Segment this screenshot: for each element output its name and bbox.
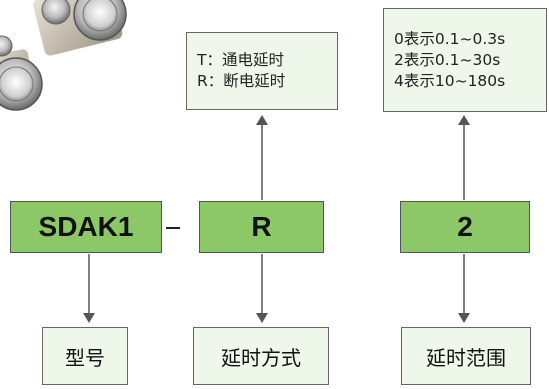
range-note-line-2: 2表示0.1~30s — [394, 50, 501, 69]
mode-label-text: 延时方式 — [221, 345, 301, 370]
mode-code-box: R — [199, 201, 324, 253]
mode-note-line-1: T：通电延时 — [197, 51, 284, 69]
product-photo — [0, 0, 127, 111]
mode-note-line-2: R：断电延时 — [197, 72, 286, 90]
model-label-text: 型号 — [65, 345, 105, 370]
range-code-text: 2 — [457, 211, 473, 242]
range-code-box: 2 — [400, 201, 530, 253]
model-code-text: SDAK1 — [38, 211, 134, 242]
mode-code-text: R — [251, 211, 272, 242]
mode-label-box: 延时方式 — [193, 327, 329, 385]
model-label-box: 型号 — [42, 327, 128, 385]
range-label-text: 延时范围 — [426, 345, 506, 370]
range-note-box: 0表示0.1~0.3s 2表示0.1~30s 4表示10~180s — [383, 8, 547, 112]
range-label-box: 延时范围 — [401, 327, 531, 385]
range-note-line-1: 0表示0.1~0.3s — [394, 29, 506, 48]
mode-note-box: T：通电延时 R：断电延时 — [186, 32, 338, 110]
code-separator-dash — [166, 227, 180, 229]
model-code-box: SDAK1 — [10, 201, 162, 253]
range-note-line-3: 4表示10~180s — [394, 71, 506, 90]
